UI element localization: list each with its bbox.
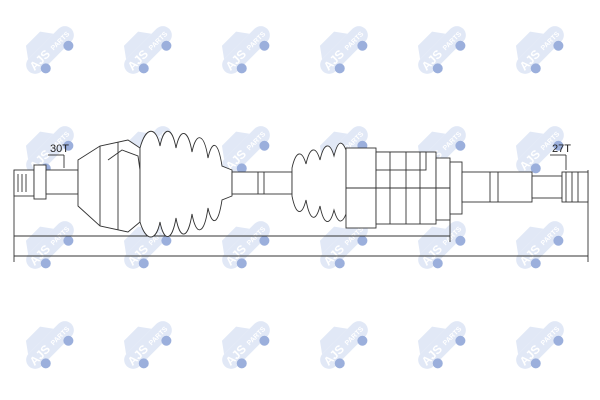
left-spline-callout: 30T — [48, 143, 69, 168]
left-stub-shaft — [13, 164, 79, 200]
right-boot — [291, 142, 347, 222]
right-spline-callout: 27T — [550, 143, 571, 170]
right-cv-joint — [345, 147, 451, 229]
right-spline-label: 27T — [552, 143, 571, 155]
left-spline-label: 30T — [50, 143, 69, 155]
left-cv-joint — [77, 139, 141, 233]
right-output-shaft — [449, 161, 589, 215]
left-boot — [139, 130, 233, 238]
main-shaft — [231, 171, 293, 195]
